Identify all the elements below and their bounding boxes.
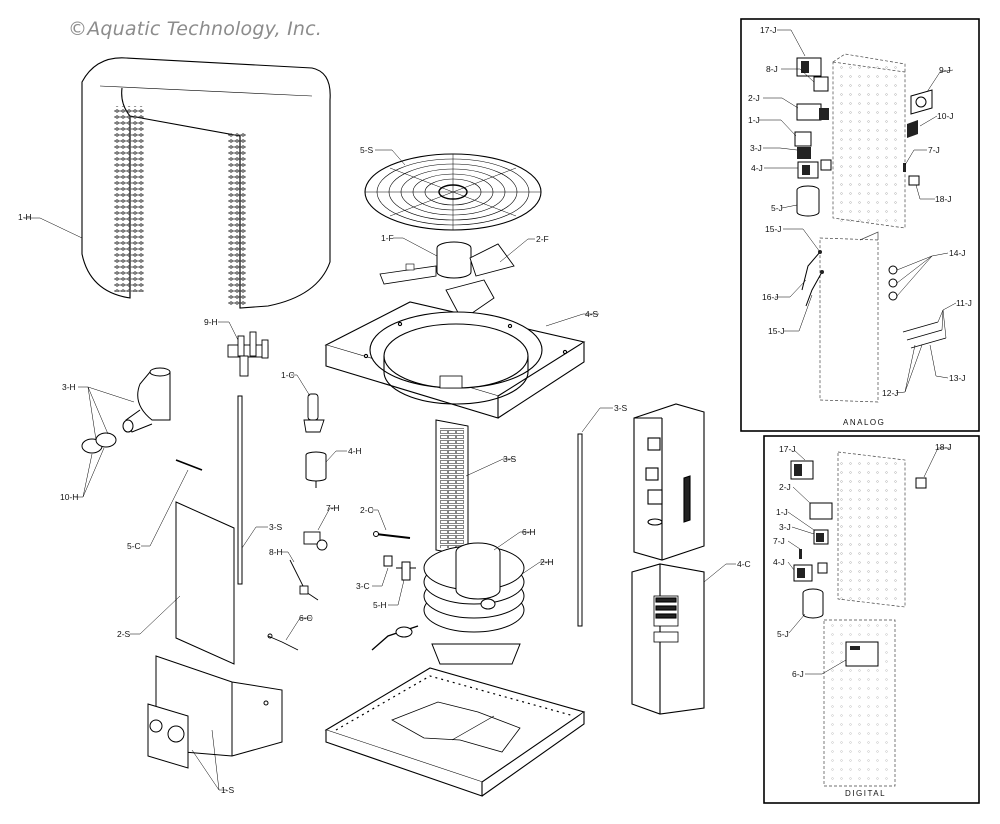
- analog-panel: [740, 18, 980, 432]
- compressor-2H: [371, 542, 525, 665]
- analog-caption: ANALOG: [843, 418, 886, 427]
- label-2C: 2-C: [360, 505, 374, 515]
- label-analog-18J: 18-J: [935, 194, 952, 204]
- label-3S-center: 3-S: [503, 454, 517, 464]
- label-analog-16J: 16-J: [762, 292, 779, 302]
- label-analog-9J: 9-J: [939, 65, 951, 75]
- sensor-2C: [373, 531, 411, 539]
- label-digital-18J: 18-J: [935, 442, 952, 452]
- label-6H: 6-H: [522, 527, 536, 537]
- label-6C: 6-C: [299, 613, 313, 623]
- valve-7H: [303, 531, 328, 551]
- label-7H: 7-H: [326, 503, 340, 513]
- label-digital-6J: 6-J: [792, 669, 804, 679]
- label-digital-7J: 7-J: [773, 536, 785, 546]
- fitting-1C: [303, 393, 325, 433]
- fan-guard-5S: [364, 153, 542, 231]
- label-analog-15J-top: 15-J: [765, 224, 782, 234]
- label-2S: 2-S: [117, 629, 131, 639]
- label-analog-17J: 17-J: [760, 25, 777, 35]
- label-analog-10J: 10-J: [937, 111, 954, 121]
- label-analog-5J: 5-J: [771, 203, 783, 213]
- front-panel-1S: [147, 655, 283, 769]
- label-3C: 3-C: [356, 581, 370, 591]
- electrical-post: [633, 403, 705, 561]
- label-analog-15J-bottom: 15-J: [768, 326, 785, 336]
- control-box-4C: [631, 563, 705, 715]
- label-5S: 5-S: [360, 145, 374, 155]
- label-digital-4J: 4-J: [773, 557, 785, 567]
- side-strip-right: [577, 433, 583, 627]
- label-digital-3J: 3-J: [779, 522, 791, 532]
- label-3H: 3-H: [62, 382, 76, 392]
- label-5H: 5-H: [373, 600, 387, 610]
- side-panel-2S: [175, 501, 235, 665]
- label-analog-8J: 8-J: [766, 64, 778, 74]
- label-3S-left: 3-S: [269, 522, 283, 532]
- coil-wrap-1H: [81, 57, 331, 309]
- label-8H: 8-H: [269, 547, 283, 557]
- copyright-notice: ©Aquatic Technology, Inc.: [68, 18, 323, 40]
- service-valve-8H: [289, 559, 319, 601]
- label-analog-1J: 1-J: [748, 115, 760, 125]
- valve-5H: [396, 561, 416, 581]
- label-analog-11J: 11-J: [956, 298, 972, 308]
- label-analog-13J: 13-J: [949, 373, 966, 383]
- digital-caption: DIGITAL: [845, 789, 887, 798]
- label-1S: 1-S: [221, 785, 235, 795]
- side-strip-left: [237, 395, 243, 585]
- label-digital-5J: 5-J: [777, 629, 789, 639]
- label-analog-3J: 3-J: [750, 143, 762, 153]
- label-1H: 1-H: [18, 212, 32, 222]
- label-analog-7J: 7-J: [928, 145, 940, 155]
- label-10H: 10-H: [60, 492, 79, 502]
- wire-6C: [267, 633, 299, 651]
- label-digital-1J: 1-J: [776, 507, 788, 517]
- label-4C: 4-C: [737, 559, 751, 569]
- top-pan-4S: [324, 301, 586, 419]
- label-digital-2J: 2-J: [779, 482, 791, 492]
- label-digital-17J: 17-J: [779, 444, 796, 454]
- fitting-3C: [383, 555, 393, 567]
- label-analog-12J: 12-J: [882, 388, 899, 398]
- pipe-fittings-3H: [81, 367, 171, 454]
- label-4S: 4-S: [585, 309, 599, 319]
- label-5C: 5-C: [127, 541, 141, 551]
- label-analog-14J: 14-J: [949, 248, 966, 258]
- label-9H: 9-H: [204, 317, 218, 327]
- louver-post-3S: [435, 419, 469, 557]
- fan-motor-1F: [379, 241, 515, 321]
- digital-panel: [763, 435, 980, 804]
- label-1C: 1-C: [281, 370, 295, 380]
- filter-drier-4H: [305, 451, 327, 488]
- label-3S-right: 3-S: [614, 403, 628, 413]
- base-pan: [324, 667, 586, 797]
- label-2F: 2-F: [536, 234, 549, 244]
- label-2H: 2-H: [540, 557, 554, 567]
- label-4H: 4-H: [348, 446, 362, 456]
- label-analog-4J: 4-J: [751, 163, 763, 173]
- label-analog-2J: 2-J: [748, 93, 760, 103]
- valve-9H: [227, 331, 269, 377]
- label-1F: 1-F: [381, 233, 394, 243]
